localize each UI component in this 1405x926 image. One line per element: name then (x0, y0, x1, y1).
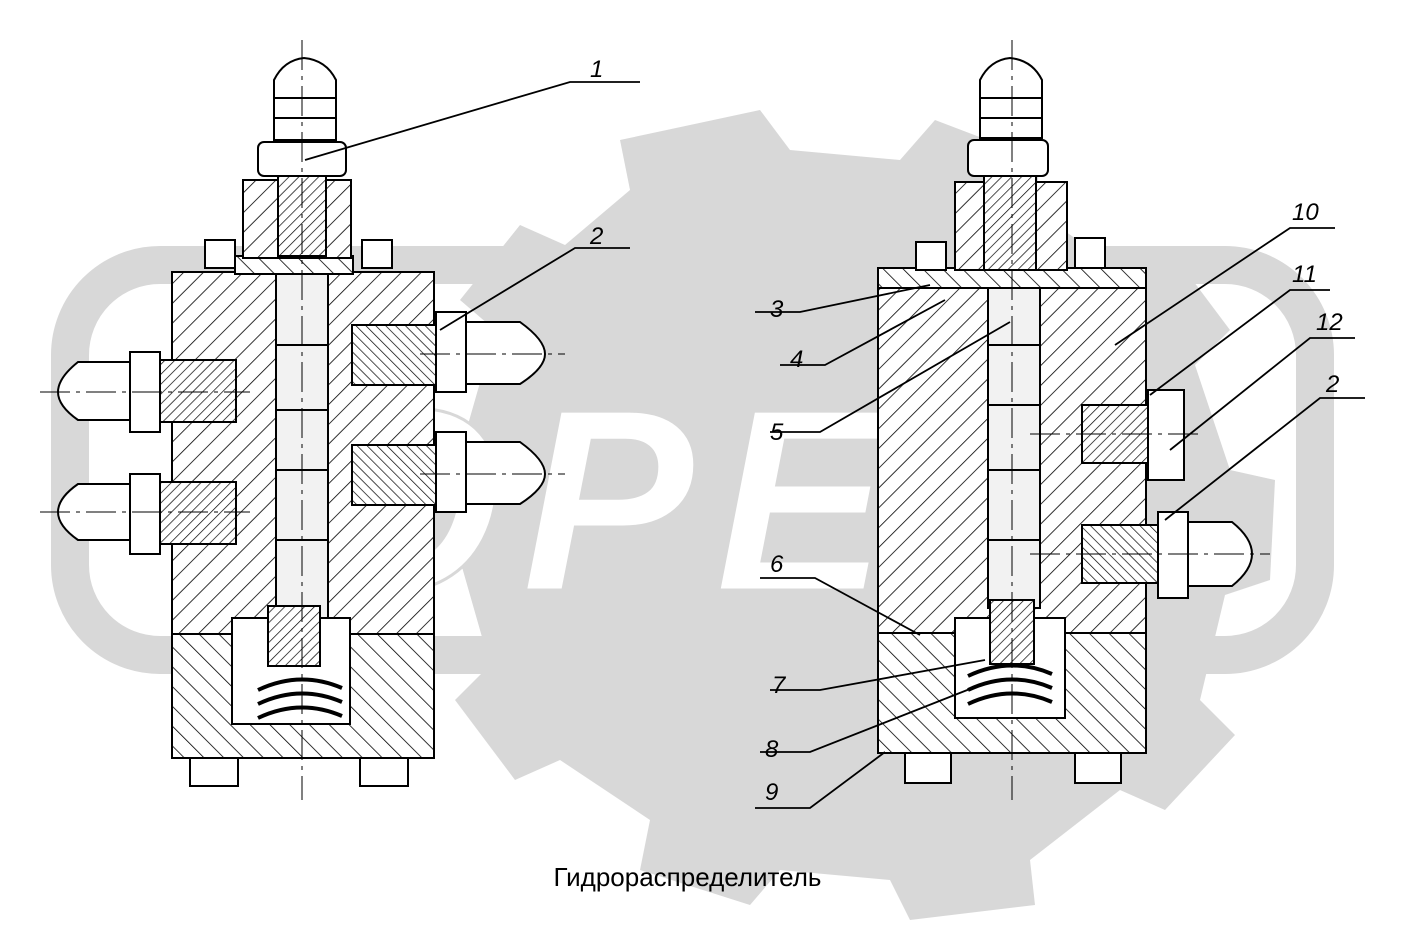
left-section-view (40, 40, 565, 800)
right-bottom-bolt-l (904, 752, 952, 784)
callout-12: 12 (1316, 309, 1343, 336)
left-spring (257, 677, 343, 720)
left-port-right-upper (351, 324, 438, 386)
leader-10 (1114, 227, 1335, 346)
right-central-bore (987, 287, 1041, 609)
callout-8: 8 (765, 736, 779, 763)
right-section-view (877, 40, 1270, 800)
left-port-lower-body (157, 481, 237, 545)
figure-caption: Гидрораспределитель (553, 862, 822, 892)
leader-8 (760, 684, 981, 753)
left-port-right-lower (351, 444, 438, 506)
callout-6: 6 (770, 551, 784, 578)
callout-labels: 1 2 3 4 5 6 7 8 9 10 11 12 2 (589, 56, 1343, 806)
callout-4: 4 (790, 346, 803, 373)
leader-4 (780, 299, 946, 366)
left-top-bolt-l (204, 239, 236, 269)
callout-11: 11 (1292, 261, 1317, 288)
callout-2a: 2 (589, 223, 603, 250)
leader-9 (755, 751, 886, 809)
leader-7 (770, 659, 986, 691)
watermark-band (51, 246, 1334, 674)
left-top-bolt-r (361, 239, 393, 269)
left-bottom-bolt-l (189, 757, 239, 787)
left-bottom-bolt-r (359, 757, 409, 787)
leader-1 (304, 81, 640, 161)
callout-1: 1 (590, 56, 603, 83)
leader-2a (439, 247, 630, 331)
callout-9: 9 (765, 779, 778, 806)
leader-5 (770, 321, 1011, 433)
right-top-bolt-r (1074, 237, 1106, 269)
right-top-nut (967, 139, 1049, 177)
callout-5: 5 (770, 419, 784, 446)
right-bottom-bolt-r (1074, 752, 1122, 784)
leader-lines (304, 81, 1365, 809)
callout-2b: 2 (1325, 371, 1339, 398)
leader-3 (755, 284, 931, 313)
callout-10: 10 (1292, 199, 1319, 226)
callout-7: 7 (772, 672, 787, 699)
left-port-upper-body (157, 359, 237, 423)
right-top-bolt-l (915, 241, 947, 271)
leader-2b (1164, 397, 1365, 521)
leader-12 (1169, 337, 1355, 451)
callout-3: 3 (770, 296, 784, 323)
leader-6 (760, 577, 921, 636)
leader-11 (1149, 289, 1330, 396)
